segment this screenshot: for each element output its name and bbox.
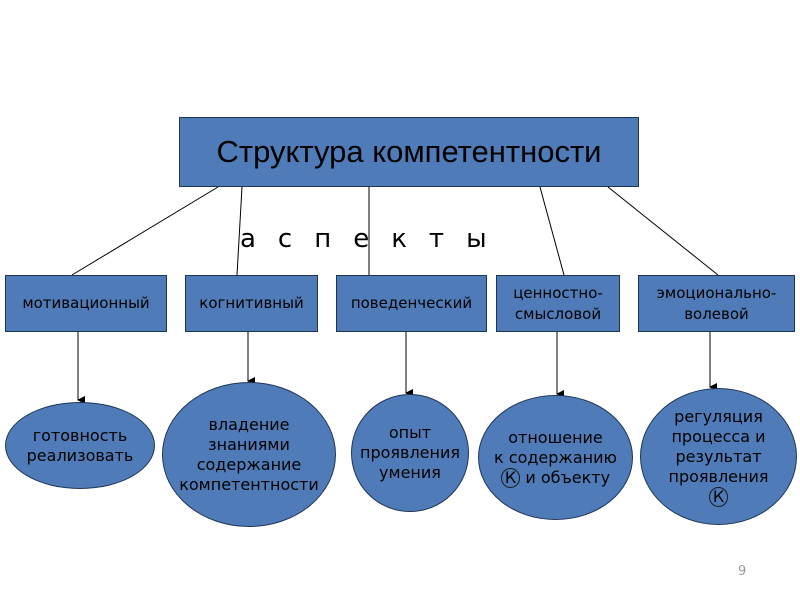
connector-title-to-emotional bbox=[607, 186, 719, 276]
aspects-label: аспекты bbox=[240, 224, 509, 254]
outcome-line: регуляция bbox=[674, 406, 763, 426]
outcome-line: умения bbox=[379, 463, 441, 482]
connector-title-to-motivational bbox=[71, 186, 219, 276]
outcome-experience-text: опыт проявления умения bbox=[360, 423, 460, 483]
connector-title-to-value bbox=[539, 186, 565, 276]
outcome-line: к содержанию bbox=[494, 447, 617, 467]
category-line: эмоционально- bbox=[656, 283, 777, 302]
outcome-regulation: регуляция процесса и результат проявлени… bbox=[640, 388, 797, 525]
category-behavioral: поведенческий bbox=[336, 275, 487, 332]
outcome-regulation-text: регуляция процесса и результат проявлени… bbox=[668, 406, 769, 507]
outcome-line: знаниями bbox=[208, 434, 290, 454]
outcome-attitude-text: отношение к содержанию К и объекту bbox=[494, 428, 617, 488]
category-line: мотивационный bbox=[22, 294, 150, 312]
page-number: 9 bbox=[738, 564, 747, 579]
category-cognitive-text: когнитивный bbox=[199, 293, 303, 314]
category-motivational-text: мотивационный bbox=[22, 293, 149, 314]
diagram-title: Структура компетентности bbox=[179, 117, 639, 187]
outcome-line: компетентности bbox=[179, 474, 319, 494]
outcome-line: владение bbox=[208, 414, 290, 434]
outcome-line: проявления bbox=[668, 466, 769, 486]
category-value-semantic: ценностно- смысловой bbox=[496, 275, 620, 332]
outcome-line: готовность bbox=[32, 425, 128, 445]
category-line: волевой bbox=[684, 304, 749, 323]
category-line: ценностно- bbox=[513, 283, 603, 302]
outcome-line: проявления bbox=[359, 443, 460, 462]
circled-letter: К bbox=[500, 467, 521, 488]
outcome-line: процесса и bbox=[671, 426, 766, 446]
outcome-readiness: готовность реализовать bbox=[5, 402, 155, 489]
category-value-semantic-text: ценностно- смысловой bbox=[513, 283, 603, 325]
outcome-line: содержание bbox=[196, 454, 302, 474]
category-line: поведенческий bbox=[350, 294, 473, 312]
category-emotional-volitional: эмоционально- волевой bbox=[638, 275, 795, 332]
outcome-readiness-text: готовность реализовать bbox=[27, 426, 134, 466]
connector-title-to-cognitive bbox=[236, 186, 243, 276]
outcome-line-rest: и объекту bbox=[525, 467, 611, 487]
category-line: смысловой bbox=[514, 304, 602, 323]
category-emotional-volitional-text: эмоционально- волевой bbox=[657, 283, 777, 325]
outcome-knowledge: владение знаниями содержание компетентно… bbox=[162, 382, 336, 527]
outcome-line: К и объекту bbox=[494, 467, 617, 488]
outcome-experience: опыт проявления умения bbox=[351, 394, 469, 512]
outcome-line: опыт bbox=[388, 423, 432, 442]
category-line: когнитивный bbox=[199, 294, 304, 312]
outcome-line: реализовать bbox=[26, 445, 134, 465]
circled-letter: К bbox=[708, 486, 729, 507]
outcome-line: К bbox=[668, 486, 768, 507]
outcome-attitude: отношение к содержанию К и объекту bbox=[478, 395, 633, 520]
outcome-line: отношение bbox=[508, 427, 603, 447]
category-behavioral-text: поведенческий bbox=[351, 293, 472, 314]
category-motivational: мотивационный bbox=[5, 275, 167, 332]
category-cognitive: когнитивный bbox=[185, 275, 318, 332]
outcome-line: результат bbox=[675, 446, 762, 466]
outcome-knowledge-text: владение знаниями содержание компетентно… bbox=[179, 415, 319, 495]
